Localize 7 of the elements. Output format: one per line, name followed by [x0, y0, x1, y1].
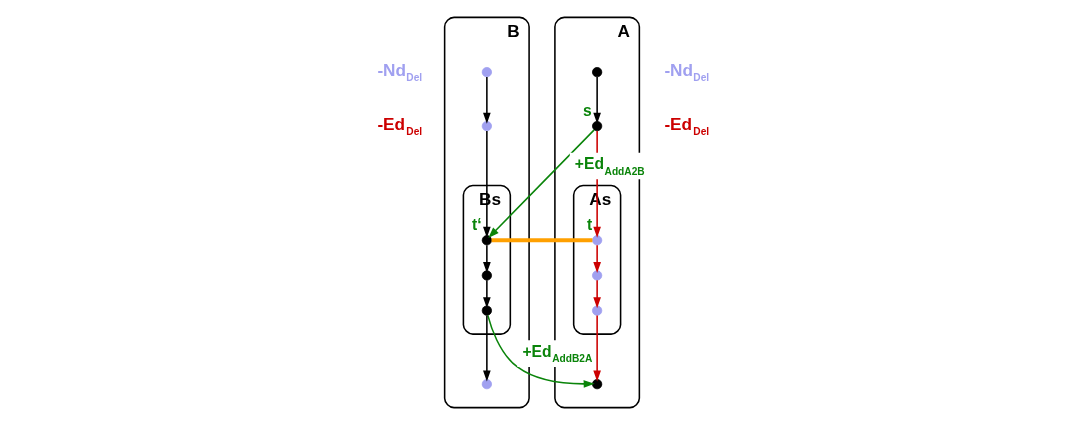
label: -Ed$_{Del}$ — [376, 113, 422, 138]
label: -Nd$_{Del}$ — [376, 59, 422, 84]
label: -Ed$_{Del}$ — [663, 113, 709, 138]
node-label: t‘ — [471, 216, 482, 234]
node-label: t — [586, 216, 592, 234]
node-label: s — [582, 101, 592, 119]
label: -Nd$_{Del}$ — [663, 59, 709, 84]
